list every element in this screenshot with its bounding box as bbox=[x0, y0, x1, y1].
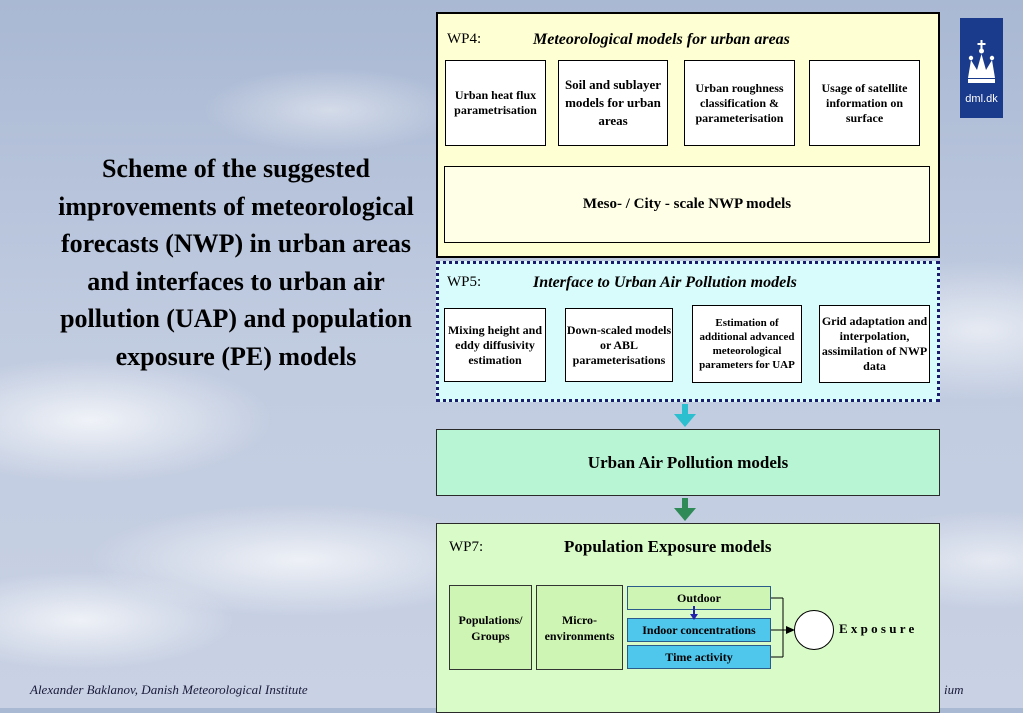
wp4-box-heat-flux: Urban heat flux parametrisation bbox=[445, 60, 546, 146]
wp5-label: WP5: bbox=[447, 274, 482, 290]
wp5-box-mixing-height: Mixing height and eddy diffusivity estim… bbox=[444, 308, 546, 382]
uap-models-box: Urban Air Pollution models bbox=[436, 429, 940, 496]
exposure-connectors bbox=[690, 597, 795, 658]
wp4-box-roughness: Urban roughness classification & paramet… bbox=[684, 60, 795, 146]
wp4-title: Meteorological models for urban areas bbox=[533, 31, 790, 48]
nwp-models-box: Meso- / City - scale NWP models bbox=[444, 166, 930, 243]
populations-groups-box: Populations/ Groups bbox=[449, 585, 532, 670]
outdoor-box: Outdoor bbox=[627, 586, 771, 610]
page-title: Scheme of the suggested improvements of … bbox=[58, 154, 414, 371]
wp4-label: WP4: bbox=[447, 31, 482, 47]
indoor-concentrations-box: Indoor concentrations bbox=[627, 618, 771, 642]
arrow-down-icon bbox=[674, 498, 696, 521]
wp7-label: WP7: bbox=[449, 539, 484, 555]
footer-right-fragment: ium bbox=[944, 682, 964, 697]
logo-text: dml.dk bbox=[965, 93, 998, 105]
crown-icon: dml.dk bbox=[965, 40, 998, 105]
footer-author: Alexander Baklanov, Danish Meteorologica… bbox=[30, 682, 308, 697]
time-activity-box: Time activity bbox=[627, 645, 771, 669]
wp5-box-grid-adaptation: Grid adaptation and interpolation, assim… bbox=[819, 305, 930, 383]
wp4-box-soil: Soil and sublayer models for urban areas bbox=[558, 60, 668, 146]
arrow-down-icon bbox=[674, 404, 696, 427]
micro-environments-box: Micro-environments bbox=[536, 585, 623, 670]
wp7-title: Population Exposure models bbox=[564, 537, 772, 556]
wp5-title: Interface to Urban Air Pollution models bbox=[533, 274, 797, 291]
exposure-circle bbox=[794, 610, 834, 650]
dmi-logo: dml.dk bbox=[960, 18, 1003, 118]
exposure-label: E x p o s u r e bbox=[839, 621, 915, 636]
wp4-box-satellite: Usage of satellite information on surfac… bbox=[809, 60, 920, 146]
wp5-box-downscaled: Down-scaled models or ABL parameterisati… bbox=[565, 308, 673, 382]
wp5-box-advanced-params: Estimation of additional advanced meteor… bbox=[692, 305, 802, 383]
